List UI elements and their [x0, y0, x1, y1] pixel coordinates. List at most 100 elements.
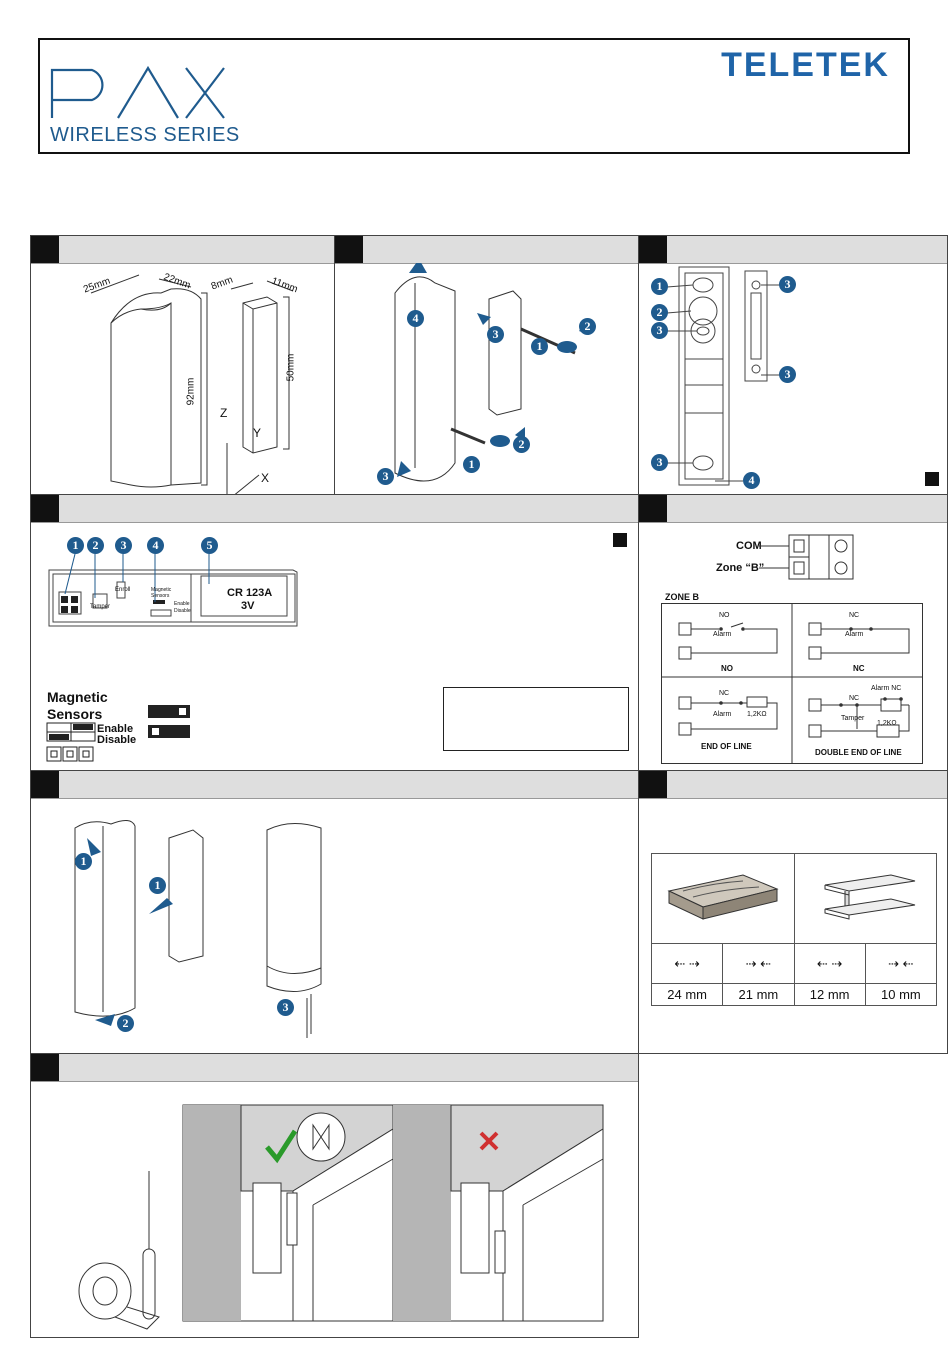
pax-logo — [50, 65, 225, 119]
opening-drawing — [394, 263, 589, 482]
wood-plank-image — [667, 874, 779, 920]
nc-contact-label: NC — [849, 612, 860, 619]
wiring-grid — [661, 603, 923, 764]
metal-surface-cell — [793, 853, 937, 944]
com-label: COM — [736, 540, 762, 552]
callout-4: 4 — [743, 472, 760, 489]
section-number-block — [639, 495, 667, 522]
legend-enable: Enable — [97, 723, 134, 735]
enable-small-label: Enable — [174, 601, 190, 607]
callout-1: 1 — [75, 853, 92, 870]
deol-alarm-nc-label: Alarm NC — [871, 685, 902, 692]
panel-header — [31, 771, 638, 799]
nc-caption: NC — [853, 664, 865, 673]
panel-installation — [30, 1053, 639, 1338]
legend-jumper-drawing — [46, 722, 96, 762]
callout-3: 3 — [377, 468, 394, 485]
legend-title-magnetic: Magnetic — [47, 689, 108, 705]
tamper-label: Tamper — [90, 604, 111, 610]
section-number-block — [31, 236, 59, 263]
distance-metal-open: 12 mm — [793, 983, 866, 1006]
open-contact-symbol: ⇠ ⇢ — [650, 943, 724, 984]
panel-header — [639, 236, 947, 264]
panel-header — [31, 1054, 638, 1082]
board-drawing — [48, 553, 298, 627]
eol-resistor-label: 1,2KΩ — [747, 711, 767, 718]
jumper-position-drawing — [148, 705, 190, 738]
callout-1: 1 — [463, 456, 480, 473]
base-drawing — [666, 266, 783, 486]
terminal-block-drawing — [759, 534, 854, 580]
eol-contact-label: NC — [719, 690, 730, 697]
callout-3: 3 — [779, 276, 796, 293]
battery-voltage-label: 3V — [241, 600, 255, 612]
legend-disable: Disable — [97, 734, 137, 746]
panel-opening: 4 3 1 2 2 1 3 — [334, 235, 639, 495]
panel-header — [335, 236, 638, 264]
panel-mounting-holes: 1 2 3 3 3 3 4 — [638, 235, 948, 495]
panel-header — [639, 771, 947, 799]
callout-2: 2 — [117, 1015, 134, 1032]
battery-type-label: CR 123A — [227, 587, 273, 599]
callout-1: 1 — [531, 338, 548, 355]
panel-dimensions: 25mm 22mm 92mm 8mm 11mm 50mm Z Y X — [30, 235, 335, 495]
wood-surface-cell — [651, 853, 795, 944]
callout-4: 4 — [407, 310, 424, 327]
deol-caption: DOUBLE END OF LINE — [815, 748, 902, 757]
panel-closing: 1 1 2 3 — [30, 770, 639, 1054]
distance-metal-close: 10 mm — [864, 983, 938, 1006]
callout-2: 2 — [651, 304, 668, 321]
open-contact-symbol: ⇠ ⇢ — [793, 943, 866, 984]
callout-1: 1 — [149, 877, 166, 894]
series-title: WIRELESS SERIES — [50, 124, 240, 146]
section-number-block — [31, 771, 59, 798]
deol-tamper-label: Tamper — [841, 715, 865, 722]
no-contact-label: NO — [719, 612, 730, 619]
callout-3: 3 — [651, 454, 668, 471]
dimensions-drawing — [90, 274, 294, 494]
axis-z-label: Z — [220, 406, 228, 420]
callout-1: 1 — [651, 278, 668, 295]
header-box: WIRELESS SERIES TELETEK — [38, 38, 910, 154]
panel-header — [31, 495, 638, 523]
eol-alarm-label: Alarm — [713, 711, 732, 718]
callout-3: 3 — [115, 537, 132, 554]
no-caption: NO — [721, 664, 733, 673]
side-marker-block — [613, 533, 627, 547]
eol-caption: END OF LINE — [701, 742, 752, 751]
callout-3: 3 — [277, 999, 294, 1016]
nc-alarm-label: Alarm — [845, 631, 864, 638]
disable-small-label: Disable — [174, 608, 191, 614]
panel-header — [639, 495, 947, 523]
brand-logo: TELETEK — [721, 46, 890, 84]
dim-92mm: 92mm — [185, 377, 197, 406]
empty-note-box — [443, 687, 629, 751]
distance-wood-close: 21 mm — [722, 983, 795, 1006]
close-contact-symbol: ⇢ ⇠ — [864, 943, 938, 984]
distance-table: ⇠ ⇢ ⇢ ⇠ ⇠ ⇢ ⇢ ⇠ 24 mm 21 mm 12 mm 10 mm — [650, 853, 938, 1006]
axis-y-label: Y — [253, 426, 262, 440]
callout-4: 4 — [147, 537, 164, 554]
metal-beam-image — [824, 874, 916, 920]
panel-wiring: COM Zone “B” ZONE B — [638, 494, 948, 771]
deol-resistor-label: 1,2KΩ — [877, 720, 897, 727]
section-number-block — [639, 771, 667, 798]
legend-title-sensors: Sensors — [47, 706, 103, 722]
callout-2: 2 — [87, 537, 104, 554]
panel-distances: ⇠ ⇢ ⇢ ⇠ ⇠ ⇢ ⇢ ⇠ 24 mm 21 mm 12 mm 10 mm — [638, 770, 948, 1054]
callout-2: 2 — [513, 436, 530, 453]
side-marker-block — [925, 472, 939, 486]
section-number-block — [31, 1054, 59, 1081]
callout-2: 2 — [579, 318, 596, 335]
distance-wood-open: 24 mm — [650, 983, 724, 1006]
section-number-block — [639, 236, 667, 263]
section-number-block — [335, 236, 363, 263]
installation-drawing — [78, 1104, 604, 1330]
no-alarm-label: Alarm — [713, 631, 732, 638]
callout-3: 3 — [779, 366, 796, 383]
section-number-block — [31, 495, 59, 522]
callout-1: 1 — [67, 537, 84, 554]
closing-drawing — [74, 820, 322, 1038]
panel-board-layout: 1 2 3 4 5 Tamper Enroll Magnetic Sensors… — [30, 494, 639, 771]
callout-3: 3 — [487, 326, 504, 343]
